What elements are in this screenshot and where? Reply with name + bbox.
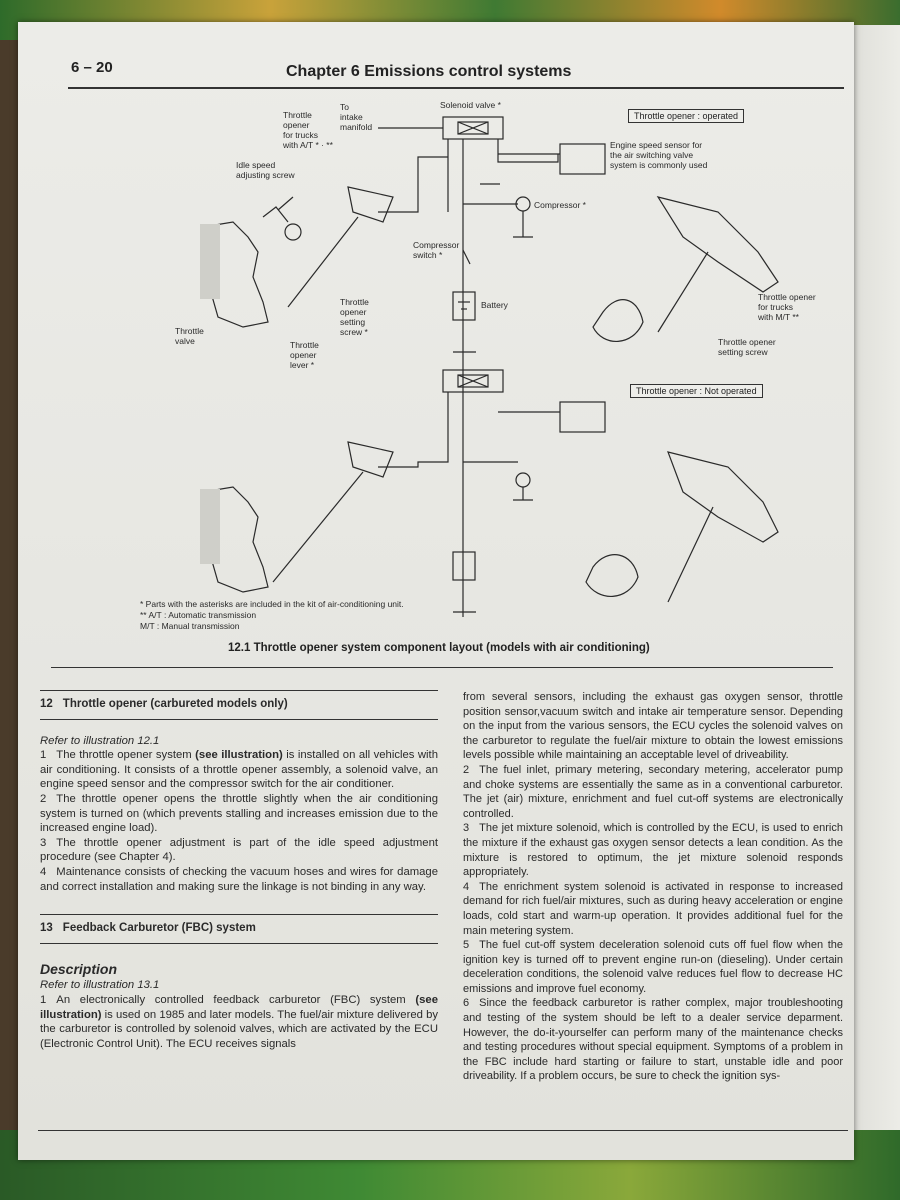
carburetor-lower: [202, 486, 269, 593]
section-13-title: Feedback Carburetor (FBC) system: [62, 922, 256, 935]
footnote-at: ** A/T : Automatic transmission: [140, 610, 257, 620]
carburetor-upper: [202, 221, 269, 328]
battery-symbol: [452, 291, 476, 321]
section-12-title: Throttle opener (carbureted models only): [62, 698, 288, 710]
section-13-ref: Refer to illustration 13.1: [40, 979, 160, 992]
throttle-lever-lower: [585, 554, 639, 597]
section-13-subheading: Description: [40, 960, 118, 977]
footnote-asterisk: * Parts with the asterisks are included …: [140, 599, 404, 609]
footnote-mt: M/T : Manual transmission: [140, 621, 240, 631]
throttle-lever-upper: [592, 299, 644, 342]
label-solenoid-valve: Solenoid valve *: [440, 100, 501, 110]
throttle-opener-diagram: [200, 116, 779, 617]
section-13-number: 13: [40, 922, 53, 935]
right-column: from several sensors, including the exha…: [463, 690, 843, 1084]
engine-speed-sensor-box: [559, 143, 606, 175]
truck-carburetor-upper: [656, 196, 779, 293]
page-number: 6 – 20: [71, 59, 113, 76]
page-header: 6 – 20 Chapter 6 Emissions control syste…: [18, 57, 854, 89]
diagram-footnotes: * Parts with the asterisks are included …: [140, 599, 404, 632]
label-throttle-opener-setting-screw-right: Throttle opener setting screw: [718, 337, 776, 357]
bottom-rule: [38, 1130, 848, 1131]
compressor-symbol: [515, 196, 531, 212]
throttle-opener-upper: [347, 186, 394, 223]
figure-caption: 12.1 Throttle opener system component la…: [228, 642, 650, 654]
label-throttle-opener-setting-screw: Throttle opener setting screw *: [340, 297, 369, 337]
label-throttle-opener-trucks-mt: Throttle opener for trucks with M/T **: [758, 292, 816, 322]
caption-rule: [51, 667, 833, 668]
label-throttle-opener-lever: Throttle opener lever *: [290, 340, 319, 370]
label-compressor-switch: Compressor switch *: [413, 240, 460, 260]
state-box-operated: Throttle opener : operated: [628, 109, 745, 123]
label-to-intake-manifold: To intake manifold: [340, 102, 373, 132]
truck-carburetor-lower: [667, 451, 779, 543]
label-compressor: Compressor *: [534, 200, 586, 210]
solenoid-valve-lower: [442, 369, 504, 393]
section-12-ref: Refer to illustration 12.1: [40, 734, 160, 747]
manual-page: 6 – 20 Chapter 6 Emissions control syste…: [18, 22, 854, 1160]
label-throttle-valve: Throttle valve: [175, 326, 204, 346]
state-box-not-operated: Throttle opener : Not operated: [630, 384, 763, 398]
header-rule: [68, 87, 844, 89]
label-battery: Battery: [481, 300, 508, 310]
label-idle-speed-adjusting-screw: Idle speed adjusting screw: [236, 160, 295, 180]
engine-speed-sensor-box-lower: [559, 401, 606, 433]
right-continuation: from several sensors, including the exha…: [463, 691, 843, 762]
section-12-number: 12: [40, 698, 53, 710]
label-throttle-opener-trucks-at: Throttle opener for trucks with A/T * · …: [283, 110, 333, 150]
section-13-heading: 13 Feedback Carburetor (FBC) system: [40, 914, 438, 944]
label-engine-speed-sensor: Engine speed sensor for the air switchin…: [610, 140, 708, 170]
left-column: 12 Throttle opener (carbureted models onl…: [40, 690, 438, 1051]
chapter-title: Chapter 6 Emissions control systems: [286, 63, 572, 80]
throttle-opener-lower: [347, 441, 394, 478]
section-12-heading: 12 Throttle opener (carbureted models onl…: [40, 690, 438, 720]
